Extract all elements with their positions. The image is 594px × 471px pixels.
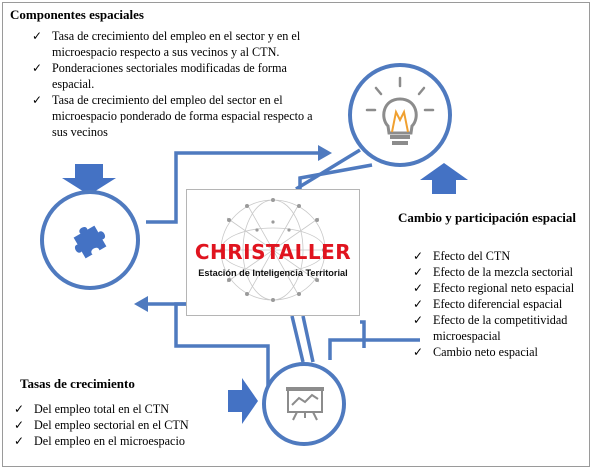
components-heading: Componentes espaciales [10, 7, 144, 22]
connector-center-to-bulb [298, 163, 373, 189]
check-icon: ✓ [32, 93, 43, 107]
puzzle-icon [73, 225, 107, 259]
connector-right-loop [360, 320, 366, 348]
check-icon: ✓ [32, 61, 43, 75]
change-list: ✓Efecto del CTN ✓Efecto de la mezcla sec… [413, 248, 583, 360]
check-icon: ✓ [14, 434, 25, 448]
change-heading: Cambio y participación espacial [398, 210, 577, 225]
change-item: ✓Efecto de la competitividad microespaci… [413, 313, 568, 343]
change-item: ✓Efecto diferencial espacial [413, 297, 563, 311]
check-icon: ✓ [14, 418, 25, 432]
growth-item: ✓Del empleo sectorial en el CTN [14, 418, 189, 432]
components-item: ✓Tasa de crecimiento del empleo del sect… [32, 93, 313, 139]
check-icon: ✓ [413, 313, 424, 327]
change-item: ✓Efecto regional neto espacial [413, 281, 575, 295]
up-block-arrow [420, 163, 468, 194]
change-item: ✓Cambio neto espacial [413, 345, 538, 359]
change-item: ✓Efecto del CTN [413, 249, 511, 263]
block-arrows [62, 163, 468, 424]
growth-heading: Tasas de crecimiento [20, 376, 135, 391]
growth-item: ✓Del empleo total en el CTN [14, 402, 170, 416]
connector-center-to-bulb-2 [295, 148, 361, 191]
change-item: ✓Efecto de la mezcla sectorial [413, 265, 574, 279]
growth-item: ✓Del empleo en el microespacio [14, 434, 185, 448]
check-icon: ✓ [413, 297, 424, 311]
network-globe-graphic [220, 198, 326, 302]
right-block-arrow [228, 378, 258, 424]
presentation-chart-icon [286, 387, 324, 421]
connector-return-left [174, 302, 270, 395]
connector-bottom-to-center-2 [301, 315, 315, 363]
connector-bottom-to-center [290, 315, 305, 363]
check-icon: ✓ [413, 345, 424, 359]
components-item: ✓Ponderaciones sectoriales modificadas d… [32, 61, 287, 91]
christaller-logo: CHRISTALLER Estación de Inteligencia Ter… [186, 189, 360, 316]
growth-list: ✓Del empleo total en el CTN ✓Del empleo … [14, 401, 224, 449]
connector-left-to-top [146, 151, 318, 224]
logo-title: CHRISTALLER [194, 240, 352, 264]
check-icon: ✓ [14, 402, 25, 416]
arrow-head-left [134, 296, 148, 312]
check-icon: ✓ [32, 29, 43, 43]
check-icon: ✓ [413, 249, 424, 263]
components-list: ✓Tasa de crecimiento del empleo en el se… [32, 28, 322, 140]
down-block-arrow [62, 164, 116, 195]
logo-subtitle: Estación de Inteligencia Territorial [198, 268, 348, 278]
check-icon: ✓ [413, 281, 424, 295]
lightbulb-icon [365, 76, 435, 145]
connectors [134, 145, 420, 395]
connector-bottom-right [328, 338, 420, 360]
components-item: ✓Tasa de crecimiento del empleo en el se… [32, 29, 301, 59]
arrow-head-top [318, 145, 332, 161]
check-icon: ✓ [413, 265, 424, 279]
